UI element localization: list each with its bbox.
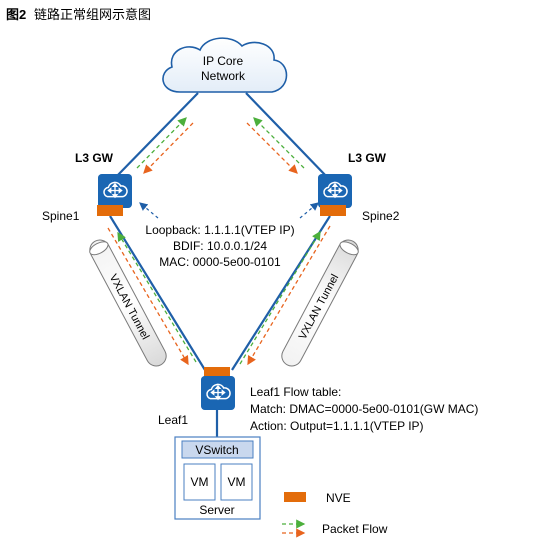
spine2-device[interactable]: L3 GW Spine2 (317, 151, 400, 223)
gateway-loopback: Loopback: 1.1.1.1(VTEP IP) (145, 223, 294, 237)
tunnel-left-tube (89, 239, 167, 367)
cloud-label-line2: Network (201, 69, 246, 83)
server: VSwitch VM VM Server (174, 436, 261, 520)
flow-arrow-green-spine2-up (253, 117, 305, 169)
legend: NVE Packet Flow (282, 491, 388, 538)
flow-table-match: Match: DMAC=0000-5e00-0101(GW MAC) (250, 402, 478, 416)
spine1-device[interactable]: L3 GW Spine1 (42, 151, 133, 223)
link-cloud-spine1 (114, 92, 199, 179)
gateway-info: Loopback: 1.1.1.1(VTEP IP) BDIF: 10.0.0.… (145, 223, 294, 269)
packet-flow-arrows-upper (136, 117, 305, 174)
flow-arrow-orange-spine2-down (246, 122, 298, 174)
vxlan-tunnel-right: VXLAN Tunnel (281, 239, 359, 367)
vm1-box (183, 463, 216, 501)
vswitch-label: VSwitch (195, 443, 238, 457)
spine2-router-icon (317, 174, 353, 208)
vxlan-tunnel-left: VXLAN Tunnel (89, 239, 167, 367)
vm2-box (220, 463, 253, 501)
leaf1-nve-block (204, 367, 230, 378)
cloud-label-line1: IP Core (203, 54, 244, 68)
legend-nve-swatch (284, 492, 306, 502)
cloud-shape (162, 37, 288, 93)
spine2-name: Spine2 (362, 209, 400, 223)
flow-arrow-green-spine1-up (136, 117, 187, 169)
spine1-nve-block (97, 205, 123, 216)
packet-flow-arrows-lower (107, 225, 331, 366)
spine2-role-label: L3 GW (348, 151, 387, 165)
pointer-to-spine1 (139, 202, 159, 219)
flow-arrow-orange-spine2-to-leaf (247, 225, 331, 366)
vswitch-box (181, 440, 254, 459)
flow-arrow-green-leaf-to-spine2 (239, 230, 321, 365)
flow-arrow-orange-spine1-down (143, 122, 194, 174)
tunnel-right-tube (281, 239, 359, 367)
vm2-label: VM (228, 475, 246, 489)
link-cloud-spine2 (245, 92, 329, 179)
leaf1-device[interactable]: Leaf1 (158, 367, 236, 427)
server-label: Server (199, 503, 234, 517)
tunnel-left-end (89, 241, 109, 256)
figure-caption: 链路正常组网示意图 (34, 7, 151, 22)
legend-nve-label: NVE (326, 491, 351, 505)
tunnel-right-end (339, 241, 359, 256)
leaf1-router-icon (200, 376, 236, 410)
leaf1-flow-table: Leaf1 Flow table: Match: DMAC=0000-5e00-… (250, 385, 478, 433)
pointer-to-spine2 (299, 202, 319, 219)
flow-arrow-orange-spine1-to-leaf (107, 227, 189, 366)
vm1-label: VM (191, 475, 209, 489)
gateway-mac: MAC: 0000-5e00-0101 (159, 255, 281, 269)
spine1-name: Spine1 (42, 209, 80, 223)
figure-label: 图2 (6, 7, 26, 22)
gateway-info-pointers (139, 202, 319, 219)
legend-packet-flow-label: Packet Flow (322, 522, 388, 536)
ip-core-cloud: IP Core Network (162, 37, 288, 93)
flow-table-action: Action: Output=1.1.1.1(VTEP IP) (250, 419, 424, 433)
gateway-bdif: BDIF: 10.0.0.1/24 (173, 239, 267, 253)
leaf1-name: Leaf1 (158, 413, 188, 427)
spine1-role-label: L3 GW (75, 151, 114, 165)
spine1-router-icon (97, 174, 133, 208)
spine2-nve-block (320, 205, 346, 216)
flow-table-title: Leaf1 Flow table: (250, 385, 341, 399)
